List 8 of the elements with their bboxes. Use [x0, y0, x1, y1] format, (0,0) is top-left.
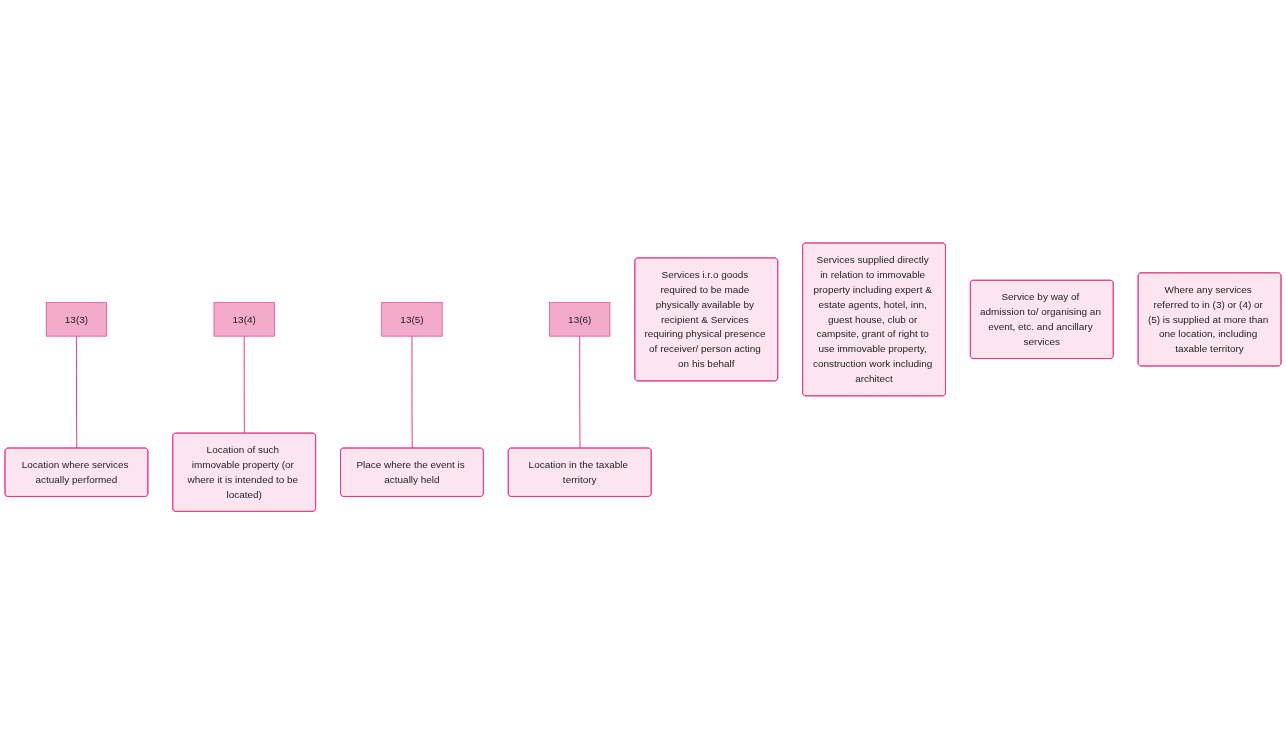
- connector: [75, 336, 78, 450]
- node-box: 13(5): [381, 302, 443, 337]
- connector: [411, 336, 413, 450]
- connector: [579, 336, 581, 450]
- node-box: 13(3): [45, 302, 107, 337]
- node-box: 13(6): [549, 302, 611, 337]
- node-box: 13(4): [213, 302, 275, 337]
- connector: [243, 336, 245, 435]
